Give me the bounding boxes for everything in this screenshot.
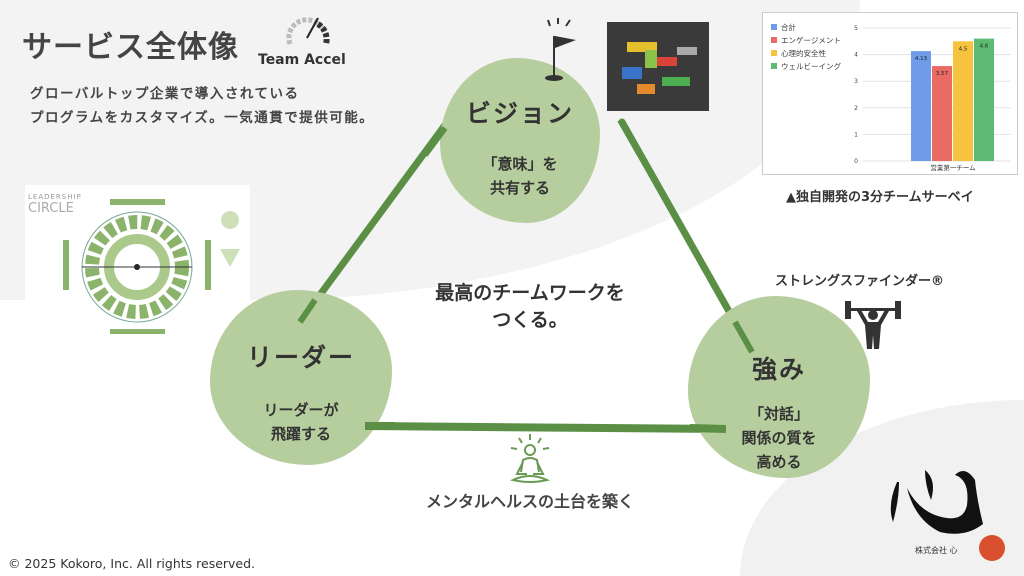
chart-legend: 合計エンゲージメント心理的安全性ウェルビーイング (771, 21, 841, 73)
x-category-label: 営業第一チーム (930, 163, 976, 172)
legend-label: 心理的安全性 (781, 49, 826, 58)
strength-desc-line: 「対話」 (748, 405, 809, 423)
subtitle-line: プログラムをカスタマイズ。一気通貫で提供可能。 (30, 110, 375, 126)
bar (911, 51, 931, 161)
strength-desc-line: 関係の質を (741, 429, 817, 447)
legend-label: ウェルビーイング (781, 62, 841, 71)
lego-photo (607, 22, 709, 111)
bar (974, 38, 994, 161)
leadership-logo: LEADERSHIP (28, 193, 82, 201)
y-tick-label: 3 (854, 78, 858, 85)
vision-desc-line: 共有する (489, 179, 550, 197)
legend-swatch (771, 63, 777, 69)
flag-icon (545, 18, 576, 81)
legend-item: ウェルビーイング (771, 60, 841, 73)
vision-circle (440, 58, 600, 223)
legend-item: エンゲージメント (771, 34, 841, 47)
weightlifter-icon (845, 301, 901, 349)
chart-plot: 0 1 2 3 4 5 4.13 3.57 4.5 4.6 営業第一チーム (854, 25, 1011, 172)
legend-swatch (771, 24, 777, 30)
legend-item: 心理的安全性 (771, 47, 841, 60)
leader-desc: リーダーが飛躍する (215, 398, 387, 446)
leadership-circle-image: LEADERSHIP CIRCLE (25, 185, 250, 335)
meditation-icon (509, 434, 551, 483)
center-line: 最高のチームワークを (435, 282, 625, 304)
bar-value-label: 4.13 (915, 56, 928, 62)
legend-swatch (771, 50, 777, 56)
survey-chart: 合計エンゲージメント心理的安全性ウェルビーイング 0 1 2 3 4 5 4.13 3.57 4… (762, 12, 1018, 175)
brand-name: Team Accel (258, 52, 346, 68)
bar (953, 41, 973, 161)
vision-desc: 「意味」を共有する (440, 152, 600, 200)
strength-title: 強み (751, 355, 806, 384)
leadership-logo: CIRCLE (28, 201, 74, 216)
strengths-label: ストレングスファインダー® (775, 274, 945, 289)
bar-value-label: 3.57 (936, 71, 949, 77)
y-tick-label: 5 (854, 25, 858, 32)
legend-label: 合計 (781, 23, 796, 32)
legend-label: エンゲージメント (781, 36, 841, 45)
survey-caption: ▲独自開発の3分チームサーベイ (786, 190, 974, 205)
center-message: 最高のチームワークをつくる。 (410, 280, 650, 334)
mental-health-label: メンタルヘルスの土台を築く (425, 492, 634, 511)
subtitle-line: グローバルトップ企業で導入されている (30, 86, 300, 102)
kokoro-logo: 株式会社 心 (885, 460, 1010, 565)
legend-swatch (771, 37, 777, 43)
y-tick-label: 2 (854, 105, 858, 112)
strength-desc-line: 高める (756, 453, 802, 471)
bar-value-label: 4.5 (959, 46, 968, 52)
leader-desc-line: リーダーが (263, 401, 339, 419)
speedometer-icon (286, 17, 330, 45)
page-title: サービス全体像 (22, 30, 239, 65)
center-line: つくる。 (492, 309, 568, 331)
y-tick-label: 4 (854, 52, 858, 59)
leader-desc-line: 飛躍する (270, 425, 331, 443)
strength-desc: 「対話」関係の質を高める (690, 402, 868, 474)
bar (932, 66, 952, 161)
strength-circle (688, 296, 870, 478)
legend-item: 合計 (771, 21, 841, 34)
y-tick-label: 0 (854, 158, 858, 165)
bar-value-label: 4.6 (980, 44, 989, 50)
vision-title: ビジョン (465, 99, 574, 128)
leader-title: リーダー (246, 343, 355, 372)
vision-desc-line: 「意味」を (482, 155, 558, 173)
team-accel-logo: Team Accel (258, 14, 353, 70)
company-name: 株式会社 心 (915, 546, 958, 555)
footer-copyright: © 2025 Kokoro, Inc. All rights reserved. (8, 556, 256, 571)
y-tick-label: 1 (854, 131, 858, 138)
